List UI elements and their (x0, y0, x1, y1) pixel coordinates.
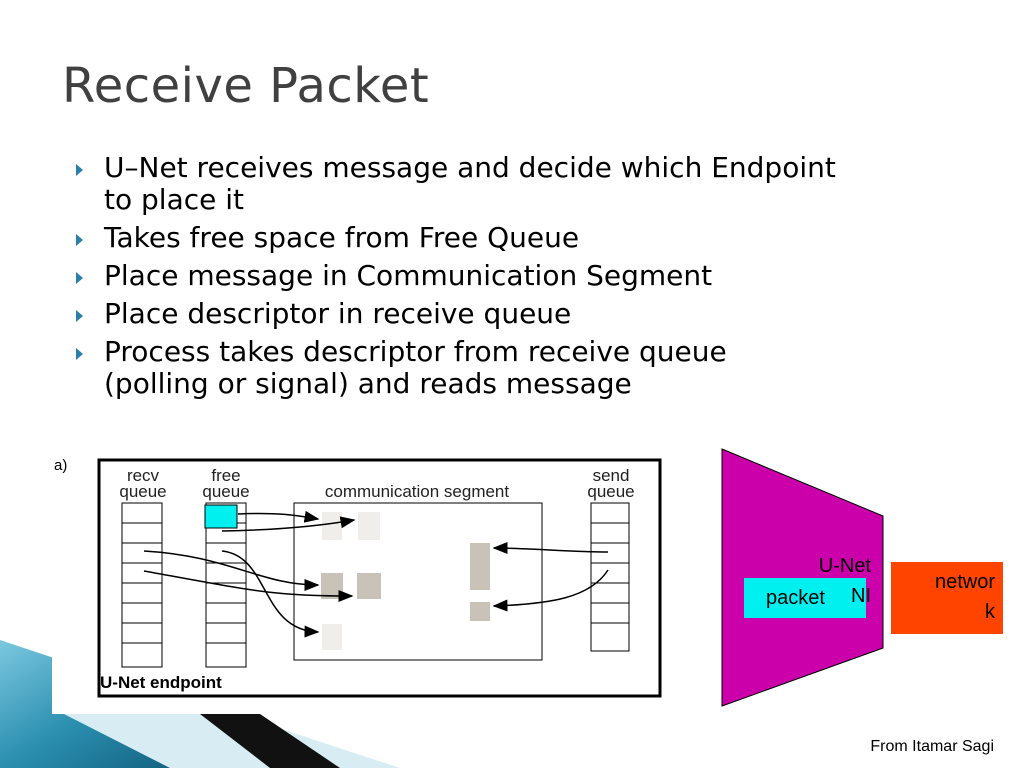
free-slot-highlight (204, 504, 238, 529)
bullet-arrow-icon (76, 310, 83, 322)
free-queue-label: queue (202, 482, 249, 501)
credit-text: From Itamar Sagi (870, 738, 994, 755)
send-queue (590, 502, 630, 652)
bullet-item: Place descriptor in receive queue (74, 298, 994, 330)
network-block (891, 562, 1003, 634)
bullet-text: U–Net receives message and decide which … (104, 151, 836, 184)
bullet-item: Process takes descriptor from receive qu… (74, 336, 994, 400)
recv-queue-label: queue (119, 482, 166, 501)
bullet-item: Place message in Communication Segment (74, 260, 994, 292)
bullet-list: U–Net receives message and decide which … (74, 152, 994, 406)
recv-queue-label: recv (127, 466, 160, 485)
endpoint-frame (97, 458, 662, 698)
recv-queue (121, 502, 163, 668)
bullet-arrow-icon (76, 164, 83, 176)
comm-segment-label: communication segment (325, 482, 510, 501)
network-label: networ (935, 571, 995, 593)
bullet-arrow-icon (76, 234, 83, 246)
dark-swoosh (200, 714, 340, 768)
bullet-arrow-icon (76, 272, 83, 284)
slide-title: Receive Packet (62, 58, 430, 114)
bullet-text: to place it (104, 183, 244, 216)
packet-box (744, 578, 866, 618)
ni-label: U-Net (819, 555, 872, 577)
bullet-text: Place descriptor in receive queue (104, 297, 572, 330)
bullet-text: (polling or signal) and reads message (104, 367, 632, 400)
bullet-text: Place message in Communication Segment (104, 259, 713, 292)
network-label: k (985, 601, 996, 623)
segment-buffers (321, 512, 490, 650)
send-queue-label: send (593, 466, 630, 485)
bullet-text: Takes free space from Free Queue (104, 221, 580, 254)
bullet-arrow-icon (76, 348, 83, 360)
bullet-text: Process takes descriptor from receive qu… (104, 335, 727, 368)
bullet-item: Takes free space from Free Queue (74, 222, 994, 254)
free-queue-label: free (211, 466, 240, 485)
bullet-item: U–Net receives message and decide which … (74, 152, 994, 216)
ni-label: NI (851, 585, 871, 607)
endpoint-label: U-Net endpoint (100, 673, 222, 692)
packet-label: packet (766, 587, 825, 609)
panel-label: a) (54, 457, 67, 474)
send-queue-label: queue (587, 482, 634, 501)
flow-arrows (143, 510, 609, 638)
unet-ni-block (721, 448, 884, 707)
